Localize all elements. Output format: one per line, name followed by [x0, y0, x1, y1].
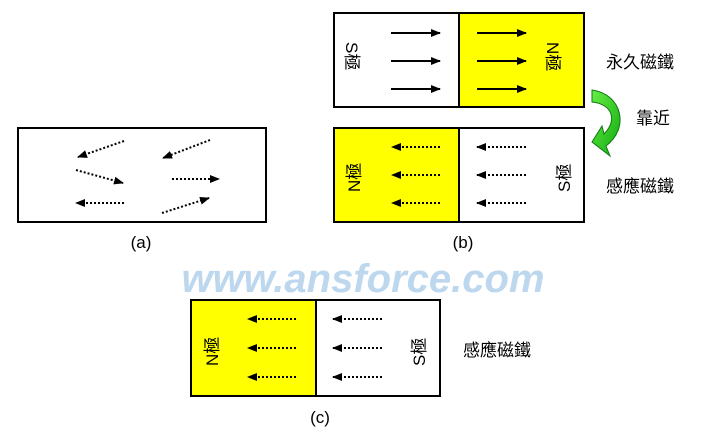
domain-arrow	[77, 140, 125, 158]
n-pole-label: N極	[543, 42, 562, 71]
induced-magnet-b: N極 S極	[333, 127, 585, 223]
unmagnetized-material-box	[17, 127, 267, 223]
panel-b: S極 N極 永久磁鐵 靠近 N極 S極 感應磁鐵 (b)	[333, 12, 674, 252]
aligned-domain-arrows	[247, 315, 382, 381]
n-pole-label: N極	[345, 163, 364, 192]
permanent-magnet-label: 永久磁鐵	[606, 53, 674, 72]
n-pole-label: N極	[203, 337, 222, 366]
caption-b: (b)	[453, 233, 474, 252]
permanent-magnet: S極 N極	[333, 12, 585, 108]
s-pole-label: S極	[555, 164, 574, 192]
induced-magnet-label: 感應磁鐵	[463, 340, 531, 360]
caption-a: (a)	[131, 233, 152, 252]
field-arrows	[391, 29, 527, 93]
panel-a: (a)	[17, 127, 267, 252]
domain-arrow	[162, 139, 211, 159]
caption-c: (c)	[310, 408, 330, 427]
s-pole-label: S極	[410, 338, 429, 366]
s-pole-label: S極	[342, 42, 361, 70]
approach-label: 靠近	[636, 109, 670, 128]
panel-c: N極 S極 感應磁鐵 (c)	[190, 299, 531, 427]
aligned-domain-arrows	[391, 143, 526, 207]
watermark: www.ansforce.com	[181, 257, 544, 301]
domain-arrow	[75, 169, 124, 185]
random-domain-arrows	[75, 139, 220, 214]
approach-arrow-icon	[591, 89, 621, 158]
domain-arrow	[161, 196, 210, 214]
induced-magnet-label: 感應磁鐵	[606, 176, 674, 196]
